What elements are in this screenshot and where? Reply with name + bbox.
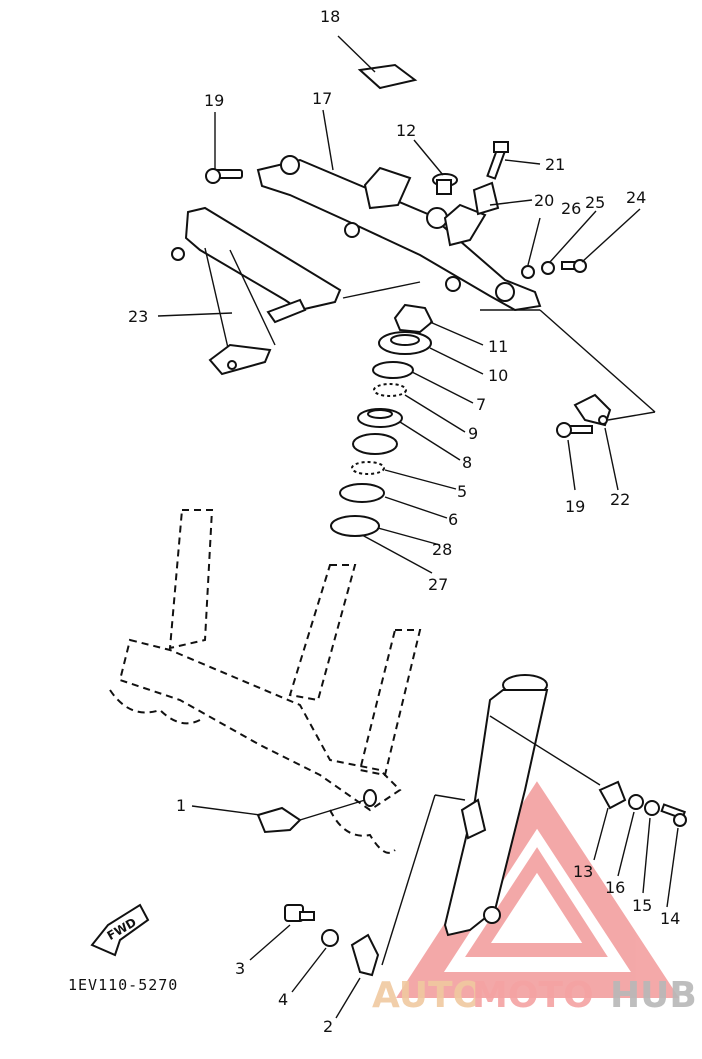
watermark-text: AUTO MOTO HUB [372, 975, 697, 1016]
clamp-13 [598, 780, 627, 810]
callout-9: 9 [468, 424, 478, 443]
bearing-stack [330, 303, 434, 537]
callout-10: 10 [488, 366, 508, 385]
ring-nut-11 [393, 303, 434, 334]
callout-22: 22 [610, 490, 630, 509]
callout-1: 1 [176, 796, 186, 815]
callout-8: 8 [462, 453, 472, 472]
callout-24: 24 [626, 188, 646, 207]
frame-phantom [109, 509, 422, 854]
callout-14: 14 [660, 909, 680, 928]
steering-stem [443, 674, 549, 937]
callout-19-top: 19 [204, 91, 224, 110]
callout-15: 15 [632, 896, 652, 915]
callout-4: 4 [278, 990, 288, 1009]
washer-4 [321, 929, 339, 947]
callout-17: 17 [312, 89, 332, 108]
bolt-3 [284, 904, 315, 922]
cover-28 [330, 515, 380, 537]
clamp-1 [256, 806, 302, 834]
callout-11: 11 [488, 337, 508, 356]
bolt-21 [486, 141, 509, 180]
callout-20: 20 [534, 191, 554, 210]
washer-16 [628, 794, 644, 810]
callout-26: 26 [561, 199, 581, 218]
drawing-code: 1EV110-5270 [68, 976, 178, 994]
bolt-19-top [205, 168, 243, 184]
callout-3: 3 [235, 959, 245, 978]
callout-5: 5 [457, 482, 467, 501]
callout-12: 12 [396, 121, 416, 140]
callout-6: 6 [448, 510, 458, 529]
washer-25 [541, 261, 555, 275]
balls-5 [351, 461, 385, 475]
callout-13: 13 [573, 862, 593, 881]
watermark-auto: AUTO [372, 975, 483, 1016]
leader-lines [157, 35, 679, 1019]
balls-9 [373, 383, 407, 397]
clamp-1-ring [363, 789, 377, 807]
label-plate [357, 63, 418, 90]
callout-18: 18 [320, 7, 340, 26]
washer-15 [644, 800, 660, 816]
clamp-2 [350, 933, 380, 977]
callout-labels: 18 17 19 12 21 20 26 25 24 23 11 10 7 9 … [68, 7, 680, 1036]
bolt-19-right [556, 422, 593, 438]
cap-20 [472, 181, 500, 216]
bracket-22 [573, 393, 612, 427]
upper-bracket [256, 155, 542, 312]
washer-26 [521, 265, 535, 279]
callout-16: 16 [605, 878, 625, 897]
bolt-12 [432, 173, 458, 195]
callout-19-right: 19 [565, 497, 585, 516]
bolt-24 [561, 259, 587, 273]
watermark-hub: HUB [610, 975, 697, 1016]
fwd-arrow: FWD [90, 903, 150, 957]
callout-2: 2 [323, 1017, 333, 1036]
callout-25: 25 [585, 193, 605, 212]
callout-27: 27 [428, 575, 448, 594]
callout-28: 28 [432, 540, 452, 559]
race-6 [339, 483, 385, 503]
bolt-14 [660, 803, 687, 827]
callout-23: 23 [128, 307, 148, 326]
race-upper-lower [352, 433, 398, 455]
callout-7: 7 [476, 395, 486, 414]
watermark-moto: MOTO [472, 975, 594, 1016]
callout-21: 21 [545, 155, 565, 174]
race-7 [372, 361, 414, 379]
damper-bracket [171, 206, 342, 376]
